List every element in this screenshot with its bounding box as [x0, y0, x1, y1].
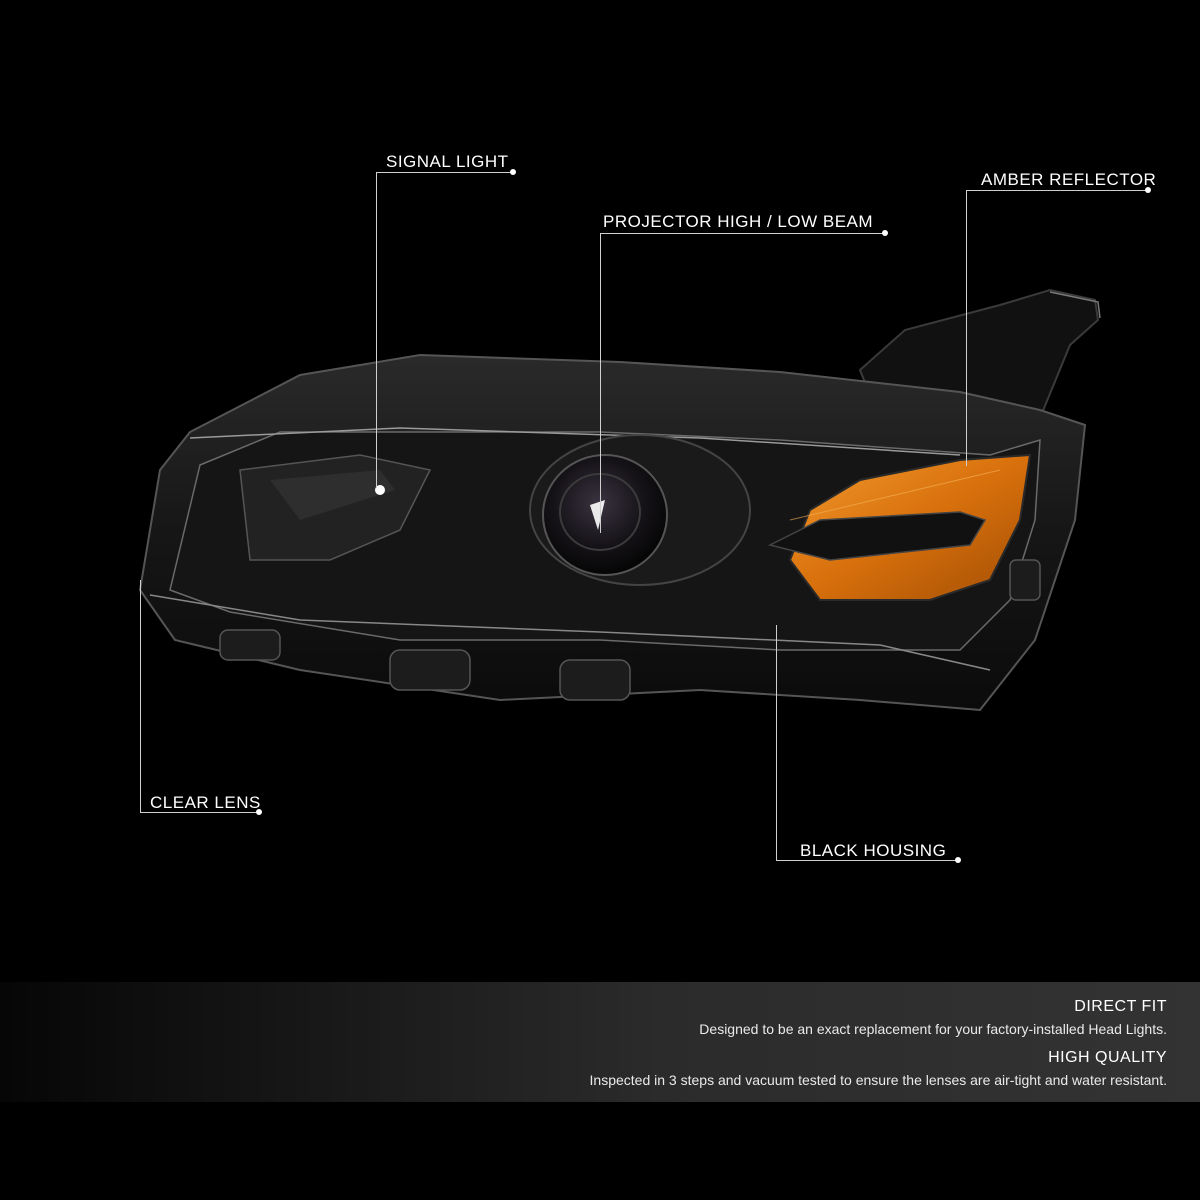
signal-light-dot [510, 169, 516, 175]
black-housing-leader-v [776, 625, 777, 860]
projector-leader-v [600, 233, 601, 533]
projector-leader-h [600, 233, 885, 234]
signal-light-chamber [239, 454, 432, 561]
amber-reflector-leader-h [966, 190, 1148, 191]
clear-lens-label: CLEAR LENS [150, 793, 261, 812]
black-housing-label: BLACK HOUSING [800, 841, 947, 860]
mounting-tabs [219, 559, 1041, 701]
projector-dot [882, 230, 888, 236]
amber-reflector-dot [1145, 187, 1151, 193]
signal-light-leader-v [376, 172, 377, 488]
feature-direct-fit: DIRECT FIT Designed to be an exact repla… [699, 998, 1167, 1037]
projector-label: PROJECTOR HIGH / LOW BEAM [603, 212, 874, 231]
signal-light-leader-h [376, 172, 512, 173]
black-housing-dot [955, 857, 961, 863]
clear-lens-dot [256, 809, 262, 815]
clear-lens-leader-v [140, 580, 141, 812]
amber-reflector-leader-v [966, 190, 967, 466]
amber-reflector-label: AMBER REFLECTOR [981, 170, 1157, 189]
feature-title: DIRECT FIT [1074, 998, 1167, 1015]
black-housing-leader-h [776, 860, 957, 861]
signal-light-label: SIGNAL LIGHT [386, 152, 509, 171]
feature-panel: DIRECT FIT Designed to be an exact repla… [0, 982, 1200, 1102]
amber-reflector [767, 453, 1032, 601]
feature-high-quality: HIGH QUALITY Inspected in 3 steps and va… [589, 1049, 1167, 1088]
feature-title: HIGH QUALITY [1048, 1049, 1167, 1066]
clear-lens-leader-h [140, 812, 258, 813]
feature-text: Designed to be an exact replacement for … [699, 1021, 1167, 1037]
projector-lens [529, 434, 751, 586]
feature-text: Inspected in 3 steps and vacuum tested t… [589, 1072, 1167, 1088]
